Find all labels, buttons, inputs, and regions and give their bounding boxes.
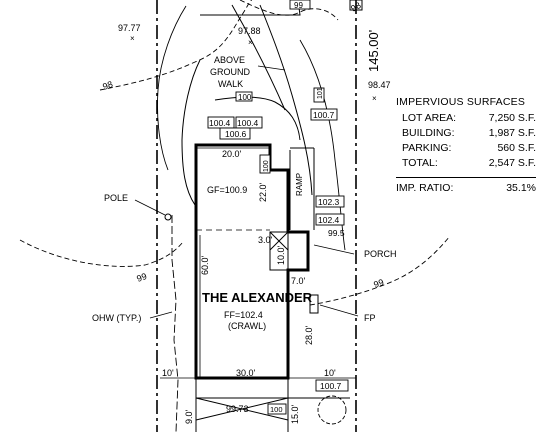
tag-100-vertical: 100 [263, 160, 270, 172]
impervious-row-label: TOTAL: [402, 157, 438, 169]
tag-100-4b: 100.4 [237, 118, 259, 128]
fireplace [309, 294, 319, 314]
porch [269, 231, 289, 271]
walk-outline [181, 0, 315, 230]
tag-99: 99 [294, 1, 303, 10]
dimension-label: 22.0' [258, 182, 268, 202]
walk-label-line3: WALK [218, 79, 243, 89]
impervious-row-label: BUILDING: [402, 127, 455, 139]
impervious-ratio-label: IMP. RATIO: [396, 182, 454, 194]
impervious-row-value: 1,987 S.F. [488, 127, 536, 139]
tag-100-7b: 100.7 [320, 381, 342, 391]
elevation-tag-boxes [207, 0, 349, 415]
pole-label: POLE [104, 193, 128, 203]
tag-100-6: 100.6 [225, 129, 247, 139]
spot-elevation: 97.88 [238, 26, 261, 36]
fp-label: FP [364, 313, 376, 323]
dimension-label: 10' [324, 368, 336, 378]
lot-boundary [156, 0, 357, 432]
dimension-label: 28.0' [304, 325, 314, 345]
leader-lines [134, 65, 359, 319]
tag-100b: 100 [270, 405, 283, 414]
impervious-row-value: 2,547 S.F. [488, 157, 536, 169]
impervious-row: PARKING: 560 S.F. [396, 141, 536, 156]
impervious-row-label: PARKING: [402, 142, 452, 154]
impervious-row-value: 560 S.F. [497, 142, 536, 154]
pole-symbol [164, 213, 172, 221]
dimension-label: 9.0' [184, 409, 194, 424]
impervious-row: TOTAL: 2,547 S.F. [396, 156, 536, 171]
house-title: THE ALEXANDER [202, 290, 313, 305]
ff-label: FF=102.4 [224, 310, 263, 320]
contour-label: 98 [101, 79, 114, 92]
contour-label: 99 [372, 277, 385, 290]
spot-elevation-marker: × [130, 34, 135, 43]
impervious-row-value: 7,250 S.F. [488, 112, 536, 124]
impervious-ratio-value: 35.1% [506, 182, 536, 194]
dimension-label: 30.0' [236, 368, 256, 378]
gf-label: GF=100.9 [207, 185, 247, 195]
tag-101: 101 [317, 87, 324, 99]
contour-label: 99 [135, 271, 148, 284]
walk-label-line1: ABOVE [214, 55, 245, 65]
impervious-ratio-row: IMP. RATIO: 35.1% [396, 177, 536, 196]
spot-elevation-marker: × [372, 94, 377, 103]
spot-elevation: 99.73 [226, 404, 249, 414]
impervious-heading: IMPERVIOUS SURFACES [396, 96, 526, 108]
tag-100-4a: 100.4 [209, 118, 231, 128]
dimension-label: 20.0' [222, 149, 242, 159]
ohw-label: OHW (TYP.) [92, 313, 141, 323]
dimension-label: 7.0' [291, 276, 306, 286]
tree-symbol [317, 395, 347, 425]
tag-102-3: 102.3 [318, 197, 340, 207]
impervious-surfaces-table: IMPERVIOUS SURFACES LOT AREA: 7,250 S.F.… [396, 96, 536, 196]
dimension-label: 3.0' [258, 235, 273, 245]
overhead-wire [171, 215, 179, 432]
tag-102-4: 102.4 [318, 215, 340, 225]
ramp-label: RAMP [295, 173, 304, 196]
dimension-label: 10.0' [276, 245, 286, 265]
tag-99-5: 99.5 [328, 228, 345, 238]
spot-elevation-marker: × [248, 38, 253, 47]
spot-elevation: 97.77 [118, 23, 141, 33]
porch-label: PORCH [364, 249, 397, 259]
dimension-label: 10' [162, 368, 174, 378]
dimension-label: 60.0' [200, 255, 210, 275]
dimension-label: 15.0' [290, 404, 300, 424]
tag-100: 100 [238, 93, 252, 102]
impervious-row-label: LOT AREA: [402, 112, 457, 124]
impervious-row: LOT AREA: 7,250 S.F. [396, 111, 536, 126]
lot-depth-label: 145.00' [366, 30, 381, 72]
dimension-lines [160, 147, 356, 379]
house-footprint [194, 143, 310, 380]
tag-100-7: 100.7 [313, 110, 335, 120]
top-rect-marker [349, 0, 363, 11]
impervious-row: BUILDING: 1,987 S.F. [396, 126, 536, 141]
crawl-label: (CRAWL) [228, 321, 266, 331]
contour-label: 98 [349, 0, 363, 14]
contours [19, 0, 451, 306]
walk-label-line2: GROUND [210, 67, 250, 77]
spot-elevation: 98.47 [368, 80, 391, 90]
